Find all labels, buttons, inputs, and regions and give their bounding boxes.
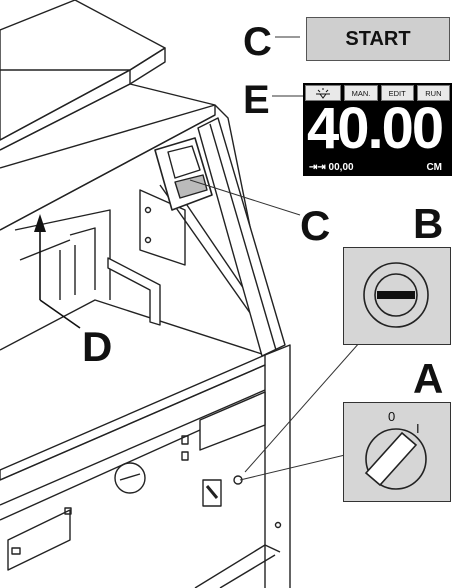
label-c-top: C	[243, 20, 272, 64]
inset-b-key-switch	[343, 247, 451, 345]
label-b: B	[413, 200, 444, 247]
tab-man[interactable]: MAN.	[344, 85, 378, 101]
light-icon[interactable]	[305, 85, 342, 101]
label-d: D	[82, 323, 113, 370]
measure-arrow-icon: ⇥⇥	[309, 162, 326, 173]
sub-readout: ⇥⇥ 00,00	[309, 162, 354, 173]
label-c-mid: C	[300, 202, 331, 249]
label-a: A	[413, 355, 444, 402]
switch-pos-off: 0	[388, 409, 396, 424]
light-icon-glyph	[316, 88, 331, 99]
inset-a-main-switch: 0 I	[343, 402, 451, 502]
unit-label: CM	[426, 162, 442, 173]
sub-value: 00,00	[328, 162, 354, 173]
key-switch-icon	[363, 262, 429, 328]
tab-edit[interactable]: EDIT	[380, 85, 414, 101]
tab-run[interactable]: RUN	[416, 85, 450, 101]
start-button[interactable]: START	[306, 17, 450, 61]
main-switch-icon	[364, 428, 427, 490]
control-display: MAN. EDIT RUN 40.00 ⇥⇥ 00,00 CM	[303, 83, 452, 176]
label-e: E	[243, 78, 270, 122]
switch-pos-on: I	[416, 421, 420, 436]
position-readout: 40.00	[307, 96, 444, 161]
display-tabs: MAN. EDIT RUN	[305, 85, 450, 101]
